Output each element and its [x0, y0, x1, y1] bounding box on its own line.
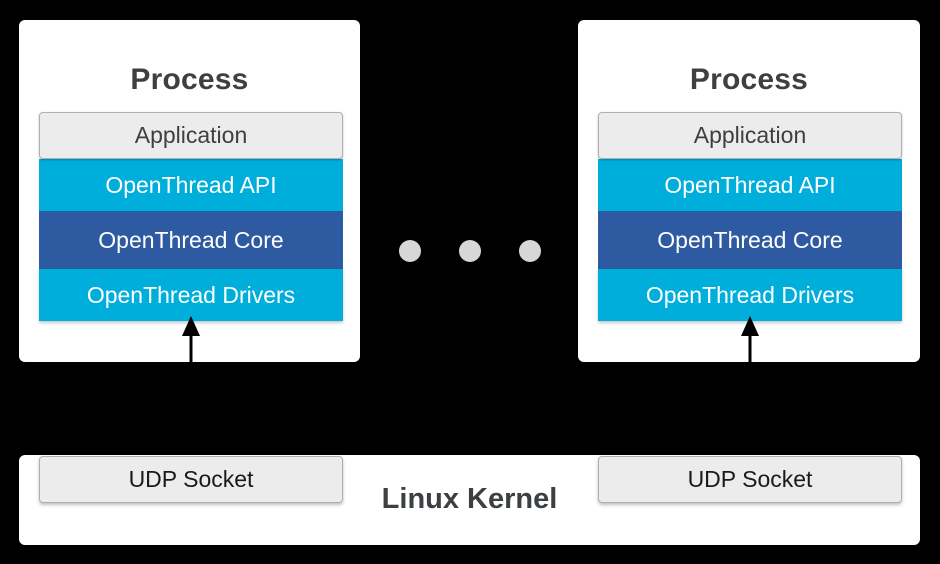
ellipsis-dot-icon: [399, 240, 421, 262]
arrow-up-right: [741, 316, 759, 362]
process-title-right: Process: [689, 63, 809, 96]
layer-openthread-drivers-left: OpenThread Drivers: [39, 269, 343, 321]
layer-openthread-core-left: OpenThread Core: [39, 211, 343, 269]
udp-socket-box-left: UDP Socket: [39, 456, 343, 503]
layer-stack-left: Application OpenThread API OpenThread Co…: [39, 112, 343, 321]
ellipsis-dots: [395, 236, 545, 266]
ellipsis-dot-icon: [459, 240, 481, 262]
process-panel-left: Process Application OpenThread API OpenT…: [19, 20, 360, 362]
linux-kernel-panel: UDP Socket Linux Kernel UDP Socket: [19, 455, 920, 545]
layer-openthread-api-left: OpenThread API: [39, 159, 343, 211]
layer-openthread-core-right: OpenThread Core: [598, 211, 902, 269]
layer-openthread-api-right: OpenThread API: [598, 159, 902, 211]
arrow-up-left: [182, 316, 200, 362]
layer-application-left: Application: [39, 112, 343, 159]
layer-stack-right: Application OpenThread API OpenThread Co…: [598, 112, 902, 321]
process-title-left: Process: [130, 63, 249, 96]
layer-openthread-drivers-right: OpenThread Drivers: [598, 269, 902, 321]
ellipsis-dot-icon: [519, 240, 541, 262]
udp-socket-box-right: UDP Socket: [598, 456, 902, 503]
process-panel-right: Process Application OpenThread API OpenT…: [578, 20, 920, 362]
layer-application-right: Application: [598, 112, 902, 159]
linux-kernel-label: Linux Kernel: [381, 483, 558, 515]
